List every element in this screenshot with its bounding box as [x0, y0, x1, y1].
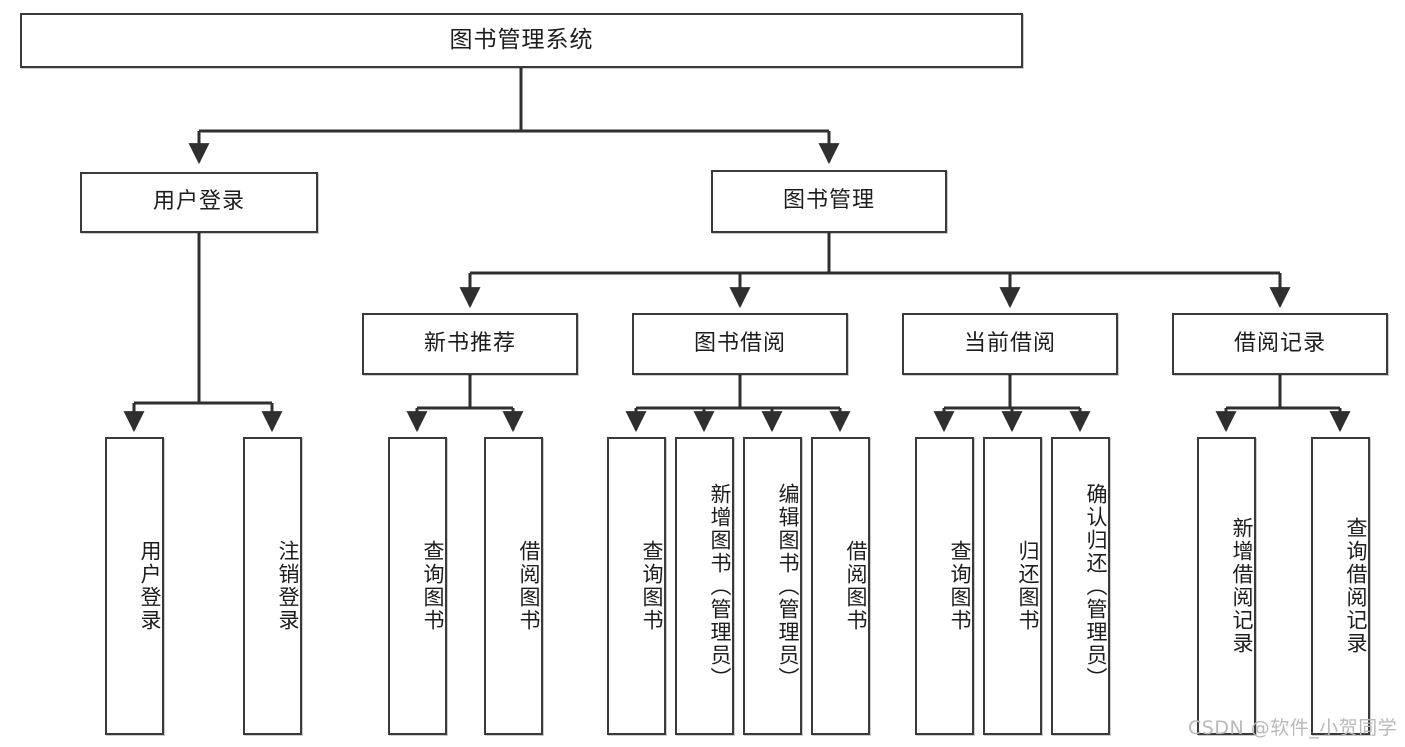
leaf-borrow-records-query-record[interactable]: 查询借阅记录 [1311, 437, 1370, 735]
node-label: 查询借阅记录 [1344, 517, 1368, 655]
node-label: 注销登录 [276, 540, 300, 632]
node-label: 新增图书（管理员） [708, 482, 732, 690]
node-user-login[interactable]: 用户登录 [80, 172, 318, 233]
leaf-current-borrow-return-book[interactable]: 归还图书 [983, 437, 1042, 735]
leaf-book-borrow-add-book-admin[interactable]: 新增图书（管理员） [675, 437, 734, 735]
node-label: 编辑图书（管理员） [776, 482, 800, 690]
leaf-current-borrow-query-book[interactable]: 查询图书 [915, 437, 974, 735]
csdn-watermark: CSDN @软件_小贺同学 [1188, 717, 1398, 739]
node-label: 借阅图书 [517, 540, 541, 632]
leaf-book-borrow-borrow-book[interactable]: 借阅图书 [811, 437, 870, 735]
leaf-borrow-records-add-record[interactable]: 新增借阅记录 [1197, 437, 1256, 735]
node-label: 查询图书 [948, 540, 972, 632]
node-label: 当前借阅 [963, 330, 1056, 356]
node-label: 确认归还（管理员） [1084, 482, 1108, 690]
node-label: 新增借阅记录 [1230, 517, 1254, 655]
node-root-book-management-system[interactable]: 图书管理系统 [20, 13, 1023, 68]
node-label: 图书管理 [782, 188, 875, 214]
node-label: 查询图书 [421, 540, 445, 632]
node-label: 归还图书 [1016, 540, 1040, 632]
node-label: 新书推荐 [423, 330, 516, 356]
leaf-user-login-login[interactable]: 用户登录 [105, 437, 164, 735]
node-label: 用户登录 [152, 189, 245, 215]
node-label: 借阅记录 [1233, 330, 1326, 356]
leaf-user-login-logout[interactable]: 注销登录 [243, 437, 302, 735]
node-current-borrow[interactable]: 当前借阅 [902, 313, 1118, 375]
node-label: 查询图书 [640, 540, 664, 632]
node-book-borrow[interactable]: 图书借阅 [632, 313, 848, 375]
leaf-current-borrow-confirm-return-admin[interactable]: 确认归还（管理员） [1051, 437, 1110, 735]
node-label: 图书借阅 [693, 330, 786, 356]
leaf-new-book-query-book[interactable]: 查询图书 [388, 437, 447, 735]
node-label: 借阅图书 [844, 540, 868, 632]
leaf-book-borrow-query-book[interactable]: 查询图书 [607, 437, 666, 735]
node-borrow-records[interactable]: 借阅记录 [1172, 313, 1388, 375]
node-label: 图书管理系统 [449, 26, 594, 53]
node-new-book-recommend[interactable]: 新书推荐 [362, 313, 578, 375]
leaf-new-book-borrow-book[interactable]: 借阅图书 [484, 437, 543, 735]
node-book-management[interactable]: 图书管理 [711, 170, 947, 233]
leaf-book-borrow-edit-book-admin[interactable]: 编辑图书（管理员） [743, 437, 802, 735]
node-label: 用户登录 [138, 540, 162, 632]
